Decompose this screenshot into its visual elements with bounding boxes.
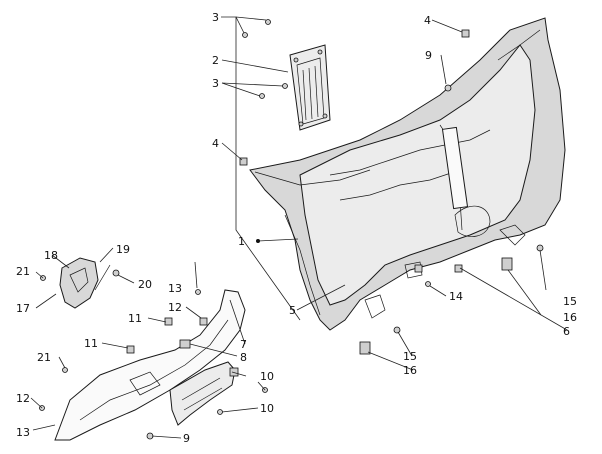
callout-6: 6 [563,325,570,338]
callout-10-lower: 10 [260,402,274,415]
callout-14: 14 [449,290,463,303]
callout-12-lower: 12 [16,392,30,405]
legshield-panel [249,17,566,331]
front-lower-cover [169,361,236,426]
callout-16-right: 16 [563,311,577,324]
callout-16-lower: 16 [403,364,417,377]
callout-11-lower: 11 [84,337,98,350]
callout-15-right: 15 [563,295,577,308]
callout-11-upper: 11 [128,312,142,325]
callout-9-top: 9 [425,49,432,62]
mounting-bracket [59,257,111,309]
callout-8: 8 [240,351,247,364]
callout-13-lower: 13 [16,426,30,439]
callout-21-upper: 21 [16,265,30,278]
callout-19: 19 [116,243,130,256]
callout-7: 7 [240,338,247,351]
callout-15-lower: 15 [403,350,417,363]
ventilation-grille [289,44,331,131]
callout-20: 20 [138,278,152,291]
callout-5: 5 [289,304,296,317]
lower-side-panel [54,289,246,441]
callout-4-top: 4 [424,14,431,27]
callout-10-upper: 10 [260,370,274,383]
callout-1: 1 [238,235,245,248]
callout-12-upper: 12 [168,301,182,314]
callout-labels: 3 4 9 2 3 4 1 18 19 21 20 17 13 12 11 5 … [16,11,577,445]
callout-3-top: 3 [212,11,219,24]
callout-18: 18 [44,249,58,262]
callout-21-lower: 21 [37,351,51,364]
callout-2: 2 [212,54,219,67]
callout-4-left: 4 [212,137,219,150]
callout-13-upper: 13 [168,282,182,295]
callout-17: 17 [16,302,30,315]
leader-lines [30,16,568,439]
callout-9-lower: 9 [183,432,190,445]
callout-3-middle: 3 [212,77,219,90]
